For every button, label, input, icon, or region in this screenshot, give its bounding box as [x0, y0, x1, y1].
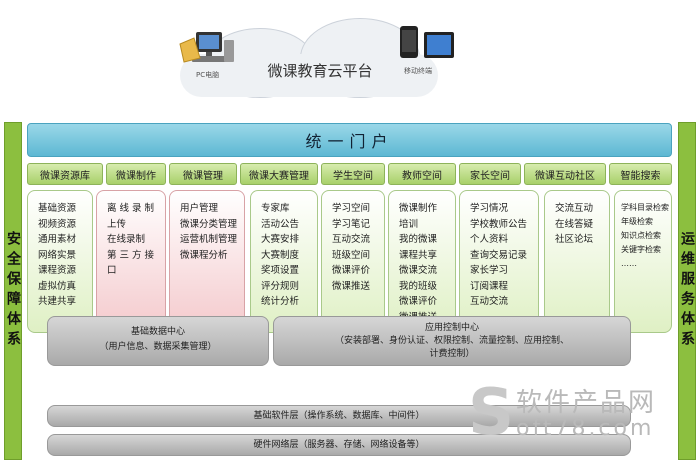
- module-item: 订阅课程: [470, 280, 509, 292]
- module-card-contest: 专家库 活动公告 大赛安排 大赛制度 奖项设置 评分规则 统计分析: [250, 190, 318, 333]
- module-card-management: 用户管理 微课分类管理 运营机制管理 微课程分析: [169, 190, 245, 333]
- module-card-search: 学科目录检索 年级检索 知识点检索 关键字检索 ……: [614, 190, 672, 333]
- module-item: 在线录制: [107, 234, 146, 245]
- module-item: 视频资源: [38, 218, 77, 230]
- module-item: 微课分类管理: [180, 218, 238, 230]
- module-header: 学生空间: [321, 163, 385, 185]
- module-item: 班级空间: [332, 249, 371, 261]
- module-item: 奖项设置: [261, 265, 300, 276]
- module-card-production: 离 线 录 制 上传 在线录制 第 三 方 接 口: [96, 190, 166, 333]
- module-item: 大赛安排: [261, 234, 300, 245]
- module-item: 专家库: [261, 203, 290, 214]
- mobile-devices-icon: [400, 26, 454, 58]
- module-item: 学习情况: [470, 203, 509, 214]
- data-center-box: 基础数据中心 （用户信息、数据采集管理）: [47, 316, 269, 366]
- watermark-cn: 软件产品网: [516, 388, 657, 418]
- module-header: 教师空间: [388, 163, 456, 185]
- operations-service-label: 运维服务体系: [679, 231, 695, 351]
- module-item: 微课程分析: [180, 249, 228, 261]
- module-item: 在线答疑: [555, 218, 594, 230]
- pc-icon: [179, 32, 234, 63]
- app-control-center-box: 应用控制中心 （安装部署、身份认证、权限控制、流量控制、应用控制、 计费控制）: [273, 316, 631, 366]
- module-item: 培训: [399, 218, 419, 230]
- module-item: 学习笔记: [332, 218, 371, 230]
- module-item: 我的班级: [399, 280, 438, 292]
- module-header: 微课制作: [106, 163, 166, 185]
- watermark: S 软件产品网 oft78.com: [468, 376, 698, 452]
- app-control-title: 应用控制中心: [424, 323, 479, 333]
- module-item: 大赛制度: [261, 249, 300, 261]
- module-item: 微课交流: [399, 265, 438, 276]
- module-header: 微课资源库: [27, 163, 103, 185]
- module-item: 交流互动: [555, 203, 594, 214]
- module-item: 个人资料: [470, 234, 509, 245]
- module-item: 运营机制管理: [180, 234, 238, 245]
- module-item: 微课评价: [332, 265, 371, 276]
- module-item: 口: [107, 265, 117, 276]
- module-item: 互动交流: [332, 234, 371, 245]
- module-item: 评分规则: [261, 280, 300, 292]
- module-item: 知识点检索: [621, 231, 661, 240]
- module-item: 课程资源: [38, 265, 77, 276]
- app-control-subtitle: （安装部署、身份认证、权限控制、流量控制、应用控制、: [334, 336, 569, 346]
- operations-service-panel: 运维服务体系: [678, 122, 696, 460]
- mobile-label: 移动终端: [404, 67, 432, 75]
- security-system-label: 安全保障体系: [5, 231, 21, 351]
- module-card-teacher: 微课制作 培训 我的微课 课程共享 微课交流 我的班级 微课评价 微课推送: [388, 190, 456, 333]
- module-card-community: 交流互动 在线答疑 社区论坛: [544, 190, 610, 333]
- module-card-parent: 学习情况 学校教师公告 个人资料 查询交易记录 家长学习 订阅课程 互动交流: [459, 190, 539, 333]
- module-item: 活动公告: [261, 218, 300, 230]
- module-header: 微课管理: [169, 163, 237, 185]
- module-item: 基础资源: [38, 203, 77, 214]
- module-item: 我的微课: [399, 234, 438, 245]
- module-item: 虚拟仿真: [38, 280, 77, 292]
- watermark-url: oft78.com: [516, 416, 655, 441]
- module-item: 互动交流: [470, 296, 509, 307]
- module-item: 学校教师公告: [470, 218, 528, 230]
- module-item: 微课制作: [399, 203, 438, 214]
- app-control-subtitle-cont: 计费控制）: [429, 349, 475, 359]
- module-item: 查询交易记录: [470, 249, 528, 261]
- data-center-title: 基础数据中心: [130, 327, 185, 337]
- module-item: 年级检索: [621, 217, 653, 226]
- data-center-subtitle: （用户信息、数据采集管理）: [99, 342, 217, 352]
- module-card-resources: 基础资源 视频资源 通用素材 网络实景 课程资源 虚拟仿真 共建共享: [27, 190, 93, 333]
- module-item: 统计分析: [261, 296, 300, 307]
- security-system-panel: 安全保障体系: [4, 122, 22, 460]
- module-item: 学科目录检索: [621, 203, 669, 212]
- module-item: 用户管理: [180, 203, 219, 214]
- hardware-layer-bar: 硬件网络层（服务器、存储、网络设备等）: [47, 434, 631, 456]
- module-item: 学习空间: [332, 203, 371, 214]
- module-item: 课程共享: [399, 249, 438, 261]
- module-item: 家长学习: [470, 265, 509, 276]
- module-item: 社区论坛: [555, 234, 594, 245]
- pc-label: PC电脑: [196, 71, 220, 79]
- module-header: 微课大赛管理: [240, 163, 318, 185]
- module-item: 共建共享: [38, 296, 77, 307]
- module-item: 微课推送: [332, 280, 371, 292]
- module-item: ……: [621, 259, 637, 268]
- module-card-student: 学习空间 学习笔记 互动交流 班级空间 微课评价 微课推送: [321, 190, 385, 333]
- module-item: 上传: [107, 218, 127, 230]
- cloud-title: 微课教育云平台: [267, 62, 373, 80]
- software-layer-bar: 基础软件层（操作系统、数据库、中间件）: [47, 405, 631, 427]
- module-item: 离 线 录 制: [107, 203, 155, 214]
- module-header: 智能搜索: [609, 163, 672, 185]
- unified-portal-bar: 统一门户: [27, 123, 672, 157]
- watermark-logo: S: [468, 376, 515, 450]
- module-item: 关键字检索: [621, 245, 661, 254]
- module-item: 微课评价: [399, 296, 438, 307]
- module-item: 第 三 方 接: [107, 249, 155, 261]
- module-item: 网络实景: [38, 249, 77, 261]
- module-header: 微课互动社区: [524, 163, 606, 185]
- module-header: 家长空间: [459, 163, 521, 185]
- module-item: 通用素材: [38, 234, 77, 245]
